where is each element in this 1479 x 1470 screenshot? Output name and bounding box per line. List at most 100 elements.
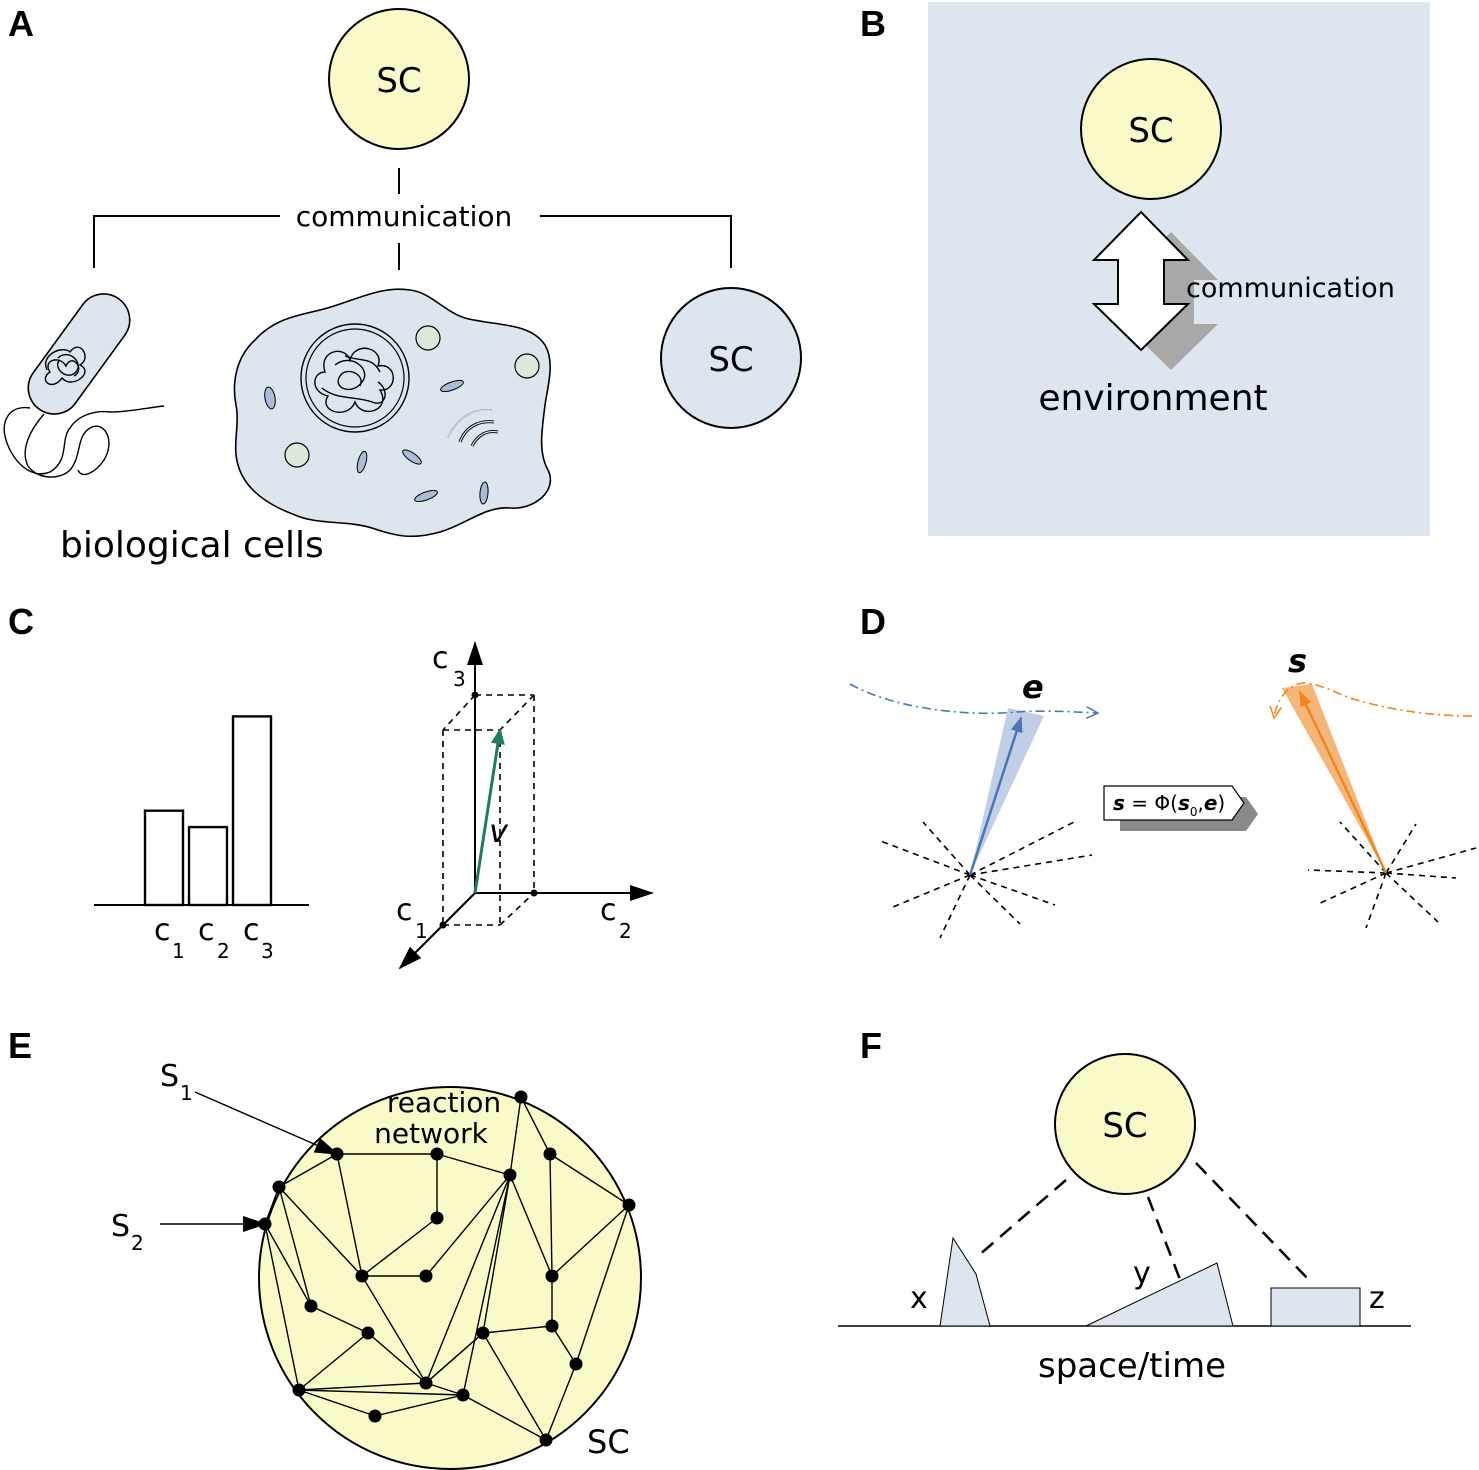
panel-letter-d: D [860, 601, 886, 642]
network-edge [425, 1174, 511, 1277]
network-node [430, 1211, 444, 1225]
network-edge [264, 1223, 312, 1307]
sc-circle-f [1054, 1053, 1196, 1195]
network-edge [551, 1204, 630, 1277]
network-edge [482, 1174, 511, 1334]
network-edge [436, 1153, 511, 1176]
label-s: s [1288, 642, 1307, 680]
shape-y [1085, 1262, 1234, 1327]
network-node [430, 1147, 444, 1161]
arrow-s [1298, 690, 1388, 874]
arrow-e [968, 716, 1023, 876]
network-edge [551, 1325, 577, 1365]
shape-x [939, 1236, 991, 1327]
network-edge [545, 1363, 577, 1441]
sc-top-label: SC [376, 61, 421, 101]
network-node [503, 1168, 517, 1182]
axis-label-c2-sub: 2 [619, 919, 632, 943]
label-s1-sub: 1 [180, 1081, 193, 1105]
network-edge [482, 1325, 553, 1334]
network-node [569, 1357, 583, 1371]
label-y: y [1133, 1256, 1151, 1291]
environment-label: environment [1038, 378, 1267, 419]
network-node [304, 1299, 318, 1313]
network-node [272, 1180, 286, 1194]
panel-d: D e s = Φ(s0,e) [849, 601, 1477, 939]
network-node [476, 1326, 490, 1340]
network-edge [278, 1153, 338, 1188]
link-y [1146, 1196, 1183, 1283]
bar-label-c2-sub: 2 [217, 939, 230, 963]
label-z: z [1369, 1281, 1385, 1316]
communication-connector [93, 168, 732, 270]
network-edge [298, 1389, 376, 1417]
panel-letter-e: E [8, 1025, 32, 1066]
network-edge [298, 1389, 464, 1396]
network-edge [482, 1332, 547, 1441]
shape-z [1270, 1287, 1361, 1327]
network-edge [278, 1186, 363, 1277]
label-s1: S [160, 1059, 179, 1094]
bar-label-c1: c [154, 913, 171, 948]
network-node [292, 1383, 306, 1397]
panel-b: B SC communication environment [860, 2, 1430, 536]
panel-letter-b: B [860, 3, 886, 44]
network-edge [520, 1096, 551, 1155]
panel-letter-a: A [8, 3, 34, 44]
network-node [545, 1319, 559, 1333]
reaction-label: reaction [387, 1086, 501, 1119]
network-edge [575, 1204, 630, 1365]
network-edge [509, 1096, 522, 1176]
bar-label-c1-sub: 1 [172, 939, 185, 963]
network-edge [361, 1217, 438, 1277]
network-node [543, 1147, 557, 1161]
network-edge [425, 1332, 484, 1384]
network-edge [509, 1174, 553, 1277]
trajectory-left [849, 683, 1098, 713]
bar-chart [94, 715, 309, 907]
network-node [419, 1376, 433, 1390]
bar-label-c3-sub: 3 [261, 939, 274, 963]
bar-labels: c 1 c 2 c 3 [154, 913, 274, 963]
network-node [539, 1433, 553, 1447]
panel-f: F SC x y z space/time [838, 1025, 1411, 1386]
axis-label-c2: c [600, 893, 617, 928]
panel-a: A SC communication [3, 3, 802, 566]
network-edge [549, 1153, 553, 1277]
biological-cells-caption: biological cells [60, 525, 324, 566]
communication-label: communication [296, 200, 513, 233]
network-edge [278, 1186, 312, 1307]
bacterium-cell [3, 293, 165, 478]
space-time-label: space/time [1038, 1346, 1226, 1386]
axis-label-c1: c [396, 893, 413, 928]
network-edge [367, 1332, 427, 1384]
network-edge [462, 1394, 547, 1441]
link-z [1195, 1162, 1311, 1282]
network-edge [264, 1186, 280, 1225]
vector-v [473, 728, 505, 894]
projection-box [442, 694, 535, 926]
network-edge [361, 1275, 427, 1384]
bar-label-c3: c [243, 913, 260, 948]
axis-label-c3: c [432, 641, 449, 676]
network-edge [462, 1174, 511, 1396]
network-edge [425, 1174, 511, 1384]
network-label: network [374, 1117, 488, 1150]
vector-label-v: v [489, 812, 509, 850]
sc-f-label: SC [1102, 1106, 1147, 1146]
input-arrow-s1 [194, 1091, 339, 1155]
panel-e: E S 1 S 2 reaction network SC [8, 1025, 642, 1470]
reaction-network-nodes [258, 1090, 636, 1447]
c1-axis [398, 892, 476, 970]
sc-circle-e [258, 1086, 642, 1470]
network-edge [298, 1332, 369, 1391]
network-edge [264, 1223, 300, 1391]
panel-c: C c 1 c 2 c 3 [8, 601, 654, 970]
formula: s = Φ(s0,e) [1113, 791, 1225, 819]
cone-right [1282, 684, 1386, 873]
network-node [419, 1269, 433, 1283]
sc-e-label: SC [587, 1423, 630, 1461]
3d-coordinate-system [398, 641, 654, 970]
axis-label-c1-sub: 1 [415, 919, 428, 943]
